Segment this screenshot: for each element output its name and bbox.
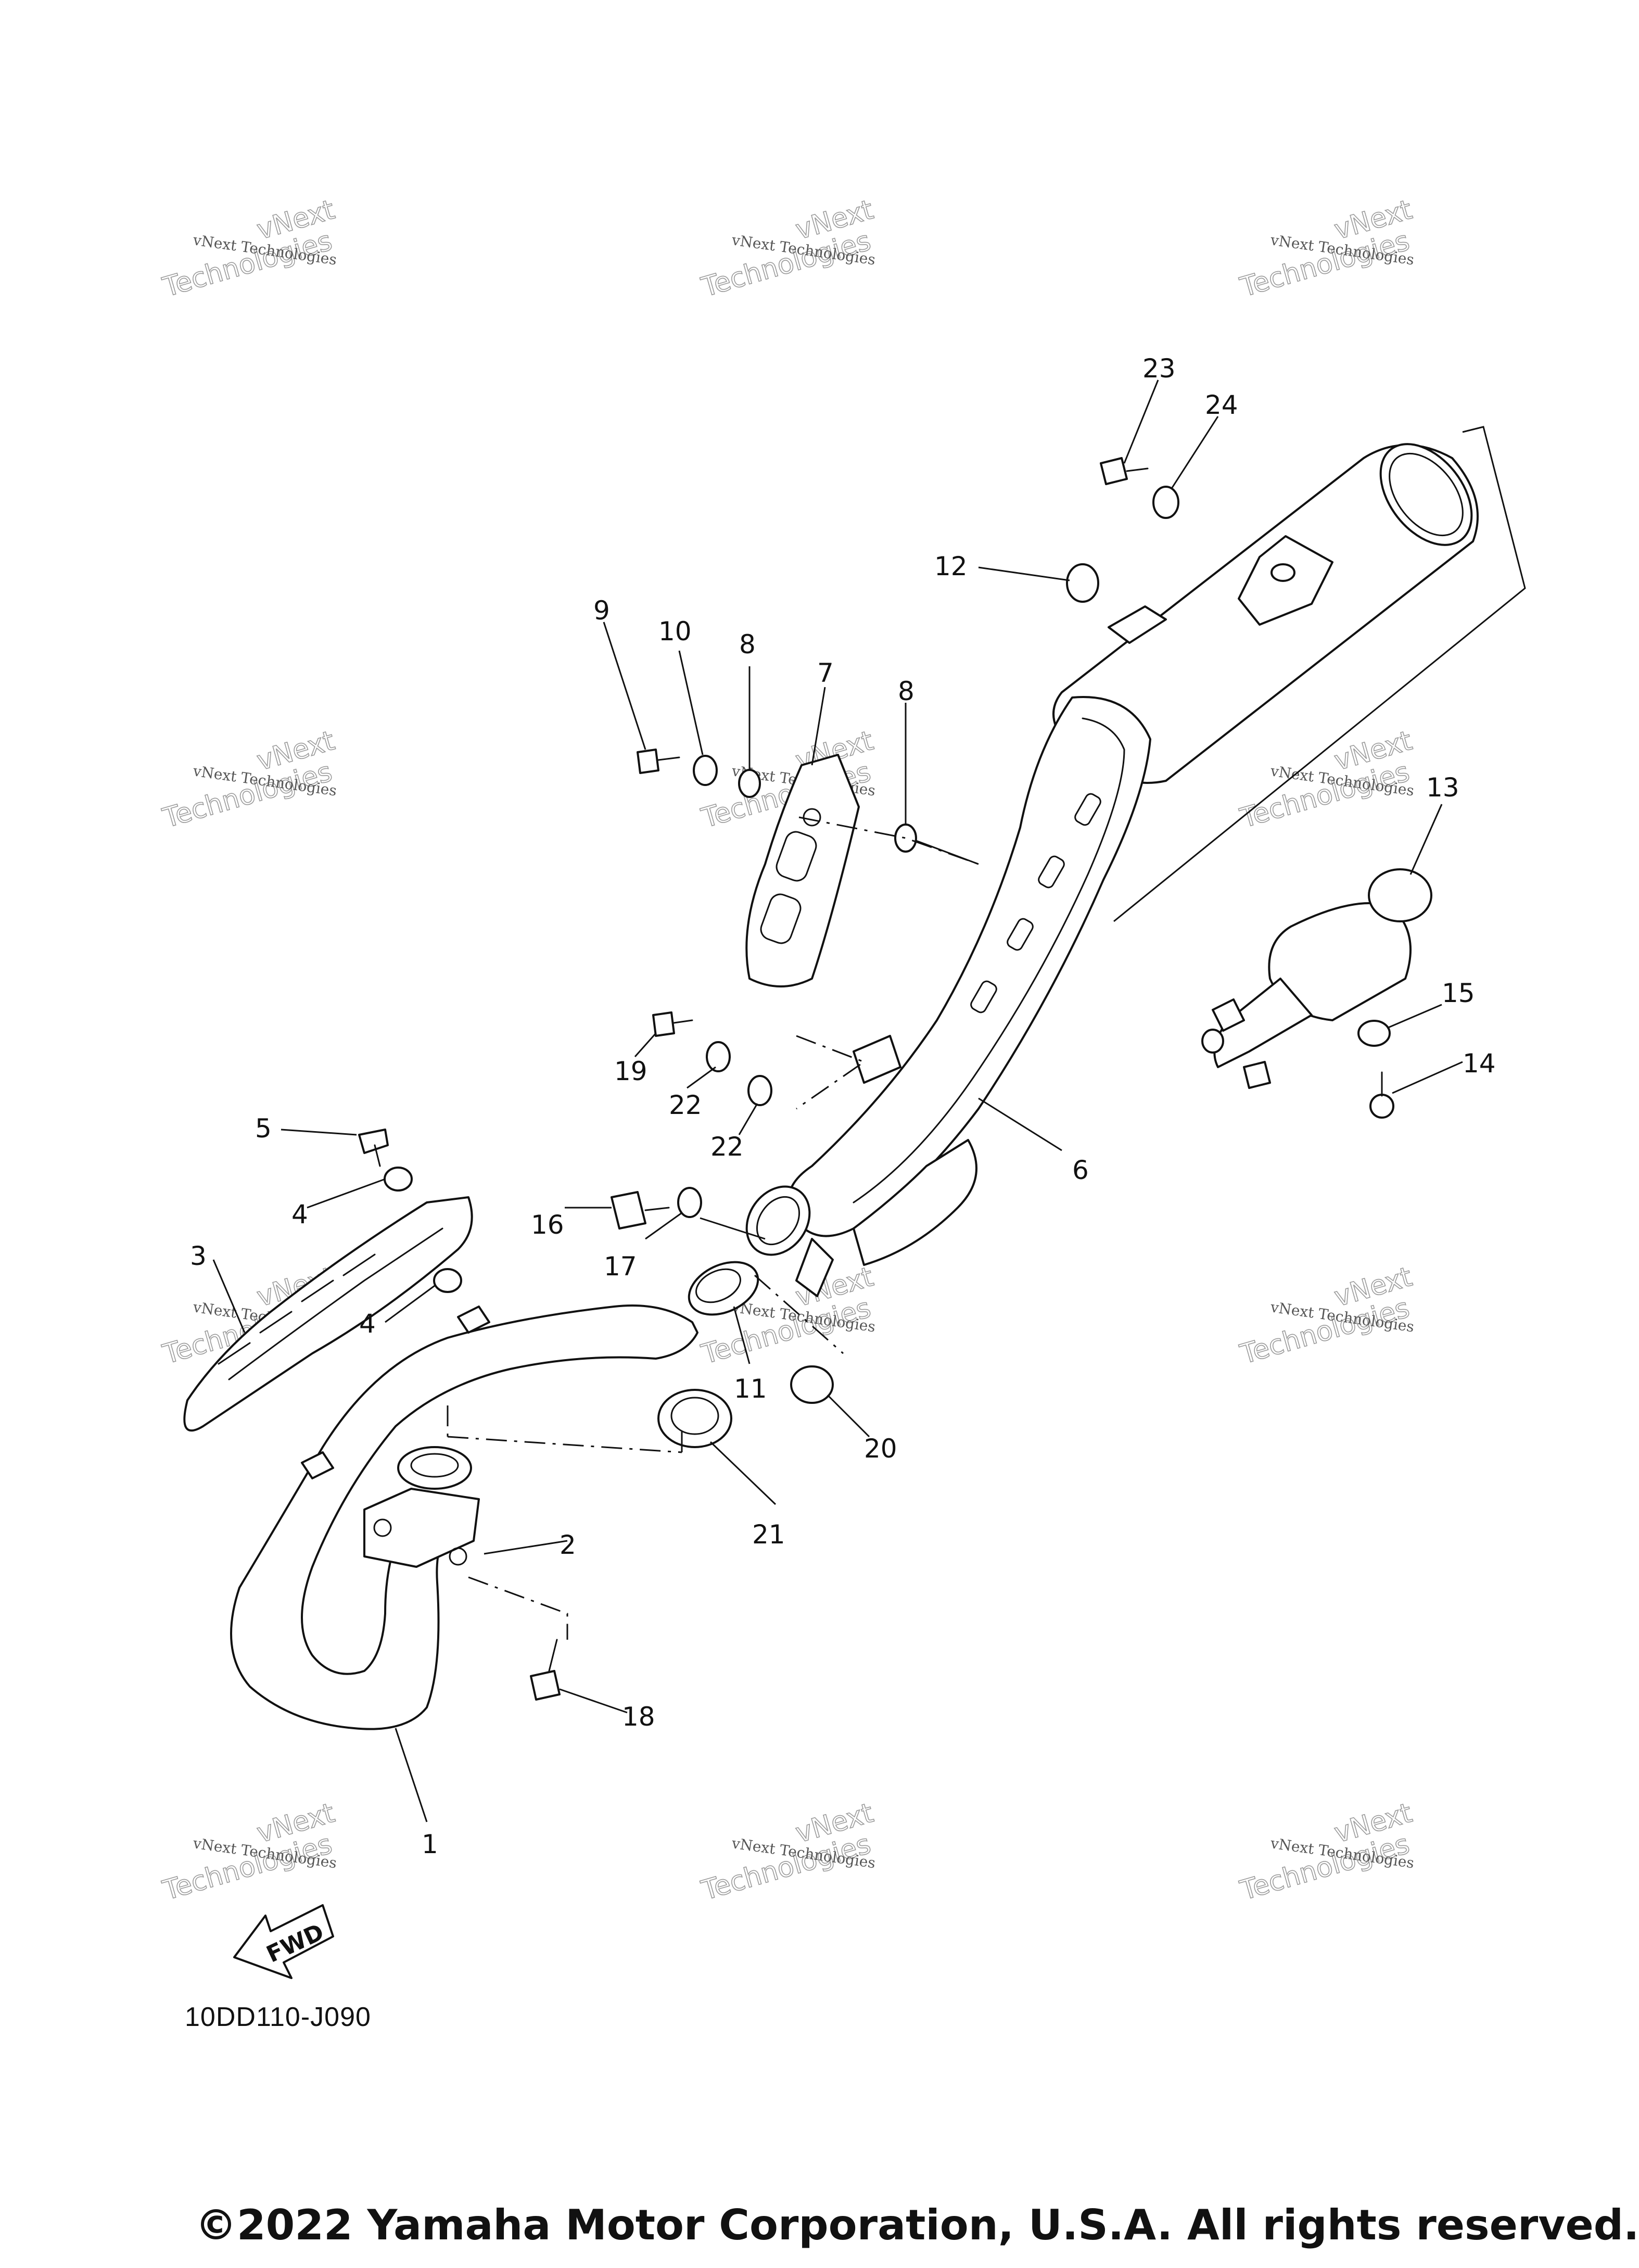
fwd-arrow: FWD [233,1904,334,1979]
spark-arrester-15 [1201,868,1432,1089]
callout-19: 21 [752,1519,785,1550]
callout-20: 18 [622,1702,655,1732]
callout-15: 13 [1426,772,1459,803]
callout-16: 14 [1463,1048,1496,1079]
diagram-code: 10DD110-J090 [185,2002,371,2032]
callout-2: 2 [560,1530,576,1560]
bracket-7 [745,754,860,987]
protector-3 [183,1196,473,1432]
callout-5: 5 [255,1113,272,1144]
callout-10: 10 [658,616,692,647]
callout-24: 24 [1205,390,1238,420]
callout-23: 23 [1142,353,1176,384]
callout-14: 12 [934,551,968,581]
copyright-notice: ©2022 Yamaha Motor Corporation, U.S.A. A… [195,2201,1639,2249]
callout-8-a: 8 [739,629,756,660]
callout-18: 20 [864,1434,897,1464]
callout-9: 9 [593,595,610,626]
callout-13: 17 [604,1251,637,1282]
callout-22-a: 22 [669,1090,702,1120]
callout-22-b: 22 [710,1132,744,1162]
callout-17: 15 [1442,978,1475,1008]
callout-12: 16 [531,1210,564,1240]
callout-8-b: 8 [898,676,914,706]
exhaust-pipe-1 [230,1304,698,1730]
callout-21: 19 [614,1056,647,1086]
callout-4-b: 4 [359,1309,376,1339]
callout-6: 6 [1072,1155,1089,1185]
fasteners [358,457,1394,1701]
callout-7: 7 [817,658,834,688]
callout-4-a: 4 [291,1199,308,1230]
muffler [1052,426,1526,922]
callout-1: 1 [422,1829,438,1859]
leader-lines [212,379,1463,1822]
callout-labels: 23 24 12 9 10 8 7 8 13 15 14 6 5 4 3 4 1… [190,353,1496,1859]
callout-11: 11 [734,1374,767,1404]
exhaust-pipe-heat-protector [745,696,1151,1297]
callout-3: 3 [190,1241,207,1271]
